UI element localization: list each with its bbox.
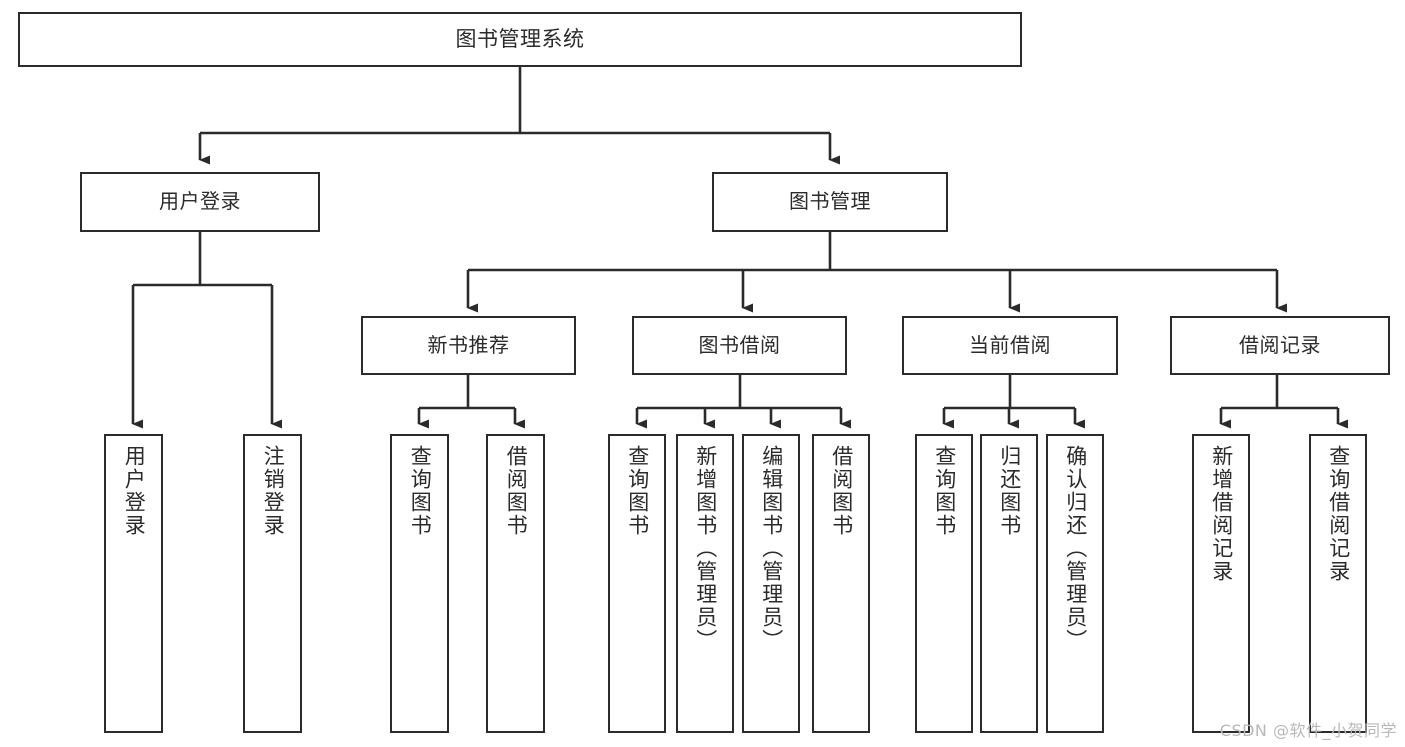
node-leaf-borrow-book-2[interactable]: 借阅图书 <box>812 434 870 733</box>
node-new-book-recommend[interactable]: 新书推荐 <box>361 316 576 375</box>
node-root-label: 图书管理系统 <box>455 27 585 52</box>
node-leaf-edit-book[interactable]: 编辑图书（管理员） <box>742 434 800 733</box>
node-leaf-add-book-label: 新增图书（管理员） <box>693 445 718 652</box>
node-leaf-query-book-2-label: 查询图书 <box>625 445 650 537</box>
node-leaf-return-book-label: 归还图书 <box>997 445 1022 537</box>
node-leaf-borrow-book-1-label: 借阅图书 <box>504 445 529 537</box>
node-leaf-add-record[interactable]: 新增借阅记录 <box>1192 434 1250 733</box>
node-book-manage-label: 图书管理 <box>789 189 871 214</box>
node-leaf-user-login[interactable]: 用户登录 <box>104 434 163 733</box>
node-user-login-label: 用户登录 <box>159 189 241 214</box>
node-leaf-query-book-3[interactable]: 查询图书 <box>915 434 973 733</box>
node-leaf-add-record-label: 新增借阅记录 <box>1209 445 1234 583</box>
node-leaf-logout-login[interactable]: 注销登录 <box>243 434 302 733</box>
node-borrow-record[interactable]: 借阅记录 <box>1170 316 1390 375</box>
node-leaf-borrow-book-1[interactable]: 借阅图书 <box>486 434 545 733</box>
node-leaf-user-login-label: 用户登录 <box>122 445 147 537</box>
node-leaf-query-record[interactable]: 查询借阅记录 <box>1309 434 1367 733</box>
node-leaf-confirm-return[interactable]: 确认归还（管理员） <box>1046 434 1104 733</box>
node-leaf-edit-book-label: 编辑图书（管理员） <box>759 445 784 652</box>
node-leaf-return-book[interactable]: 归还图书 <box>980 434 1038 733</box>
node-leaf-add-book[interactable]: 新增图书（管理员） <box>676 434 734 733</box>
node-book-borrow[interactable]: 图书借阅 <box>632 316 847 375</box>
watermark-label: CSDN @软件_小贺同学 <box>1219 721 1397 740</box>
node-leaf-query-book-1[interactable]: 查询图书 <box>390 434 449 733</box>
node-root[interactable]: 图书管理系统 <box>18 12 1022 67</box>
node-leaf-logout-login-label: 注销登录 <box>261 445 286 537</box>
node-borrow-record-label: 借阅记录 <box>1239 332 1321 357</box>
node-current-borrow-label: 当前借阅 <box>969 332 1051 357</box>
node-book-manage[interactable]: 图书管理 <box>712 172 948 232</box>
node-book-borrow-label: 图书借阅 <box>698 332 781 357</box>
node-leaf-borrow-book-2-label: 借阅图书 <box>829 445 854 537</box>
node-leaf-confirm-return-label: 确认归还（管理员） <box>1063 445 1088 652</box>
node-leaf-query-book-3-label: 查询图书 <box>932 445 957 537</box>
node-leaf-query-book-1-label: 查询图书 <box>408 445 433 537</box>
node-new-book-recommend-label: 新书推荐 <box>427 332 510 357</box>
node-leaf-query-book-2[interactable]: 查询图书 <box>608 434 666 733</box>
node-user-login[interactable]: 用户登录 <box>80 172 320 232</box>
node-current-borrow[interactable]: 当前借阅 <box>902 316 1118 375</box>
node-leaf-query-record-label: 查询借阅记录 <box>1326 445 1351 583</box>
